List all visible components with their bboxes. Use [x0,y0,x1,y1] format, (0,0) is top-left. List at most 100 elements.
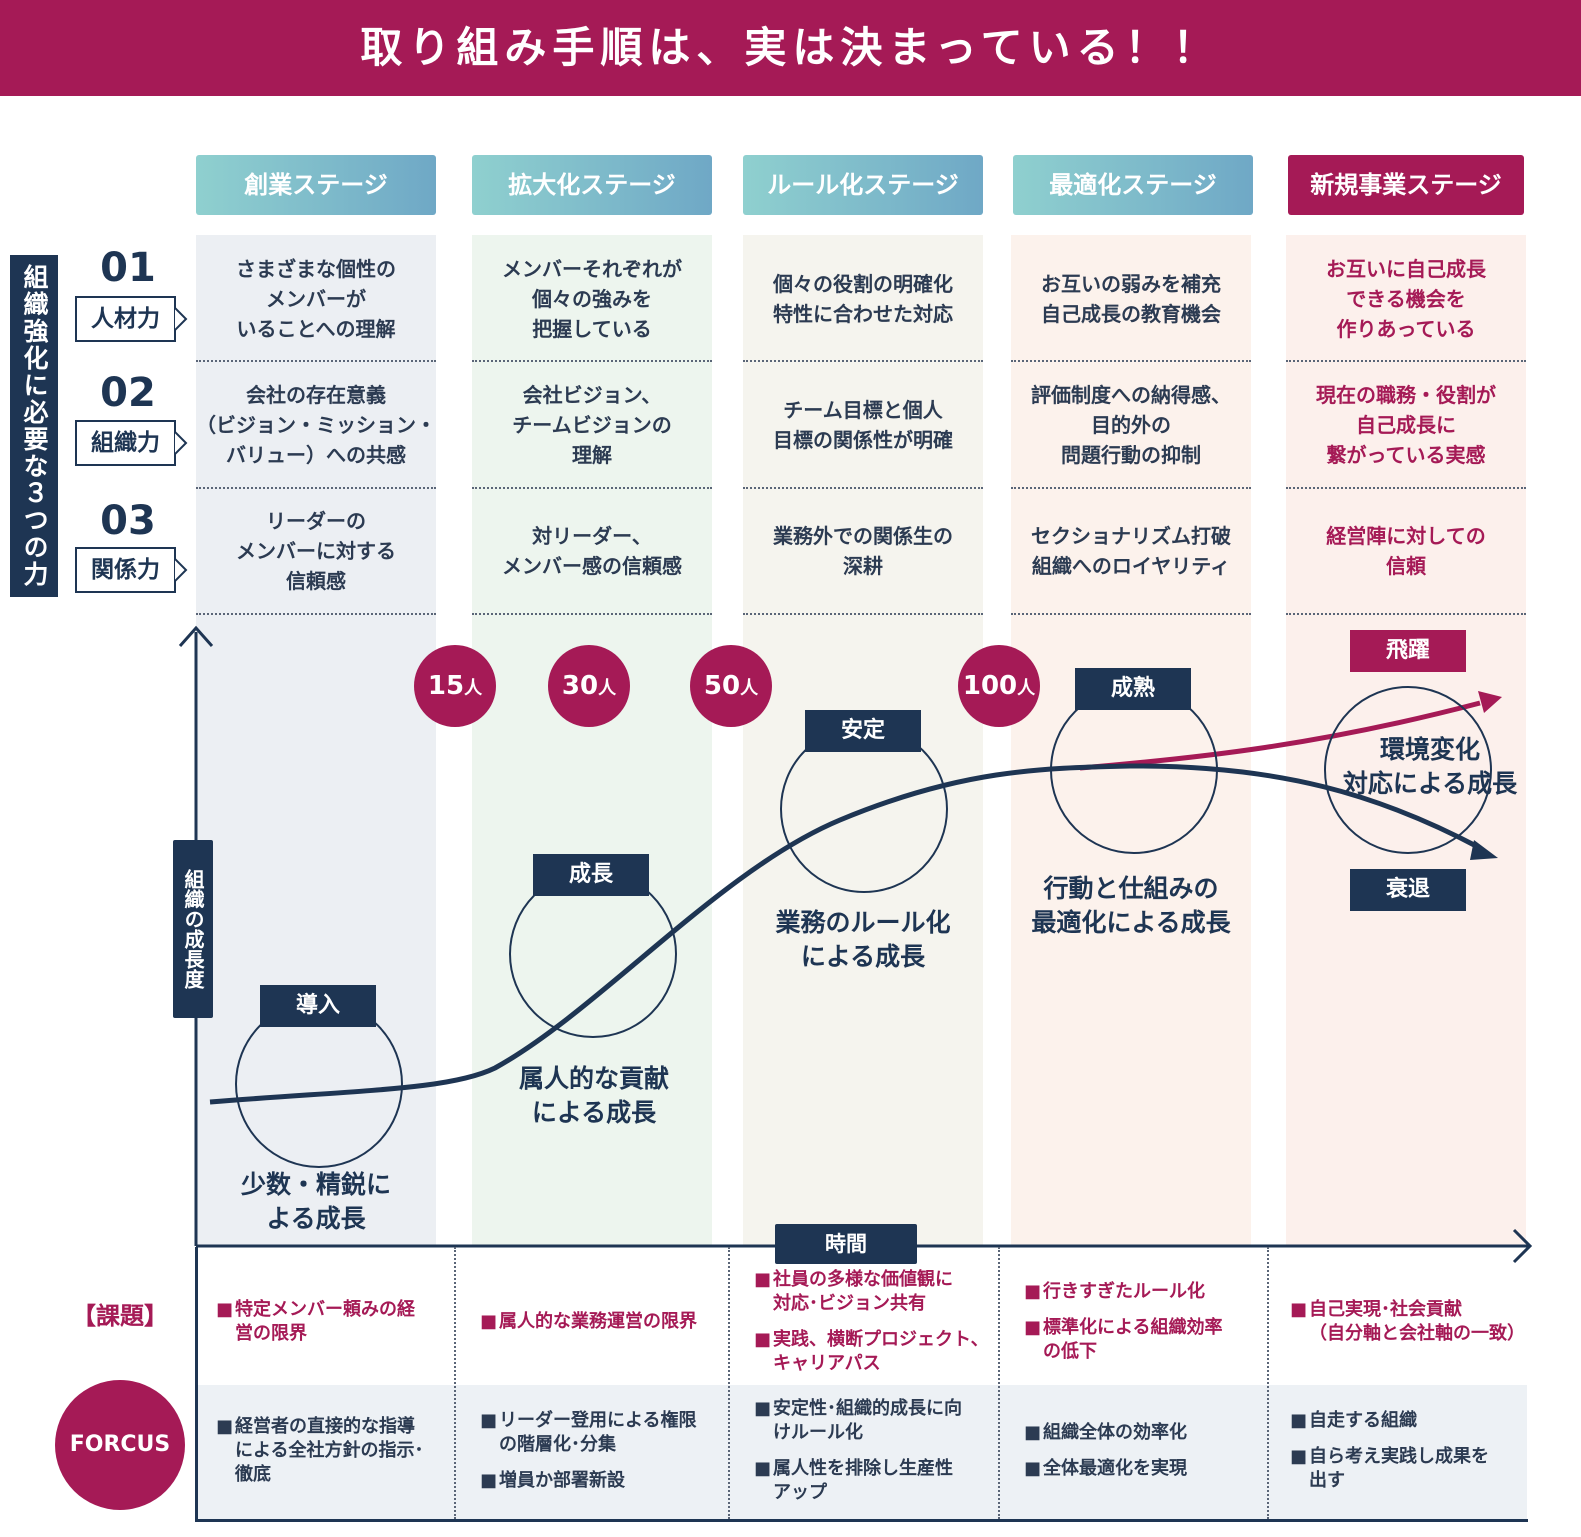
focus-item: リーダー登用による権限 の階層化･分集 [480,1409,725,1457]
issue-item: 特定メンバー頼みの経 営の限界 [216,1298,446,1346]
column-divider [728,1247,730,1519]
headcount-number: 15 [427,671,465,701]
focus-item: 自ら考え実践し成果を 出す [1290,1445,1525,1493]
stage-label-optimization: 最適化ステージ [1013,155,1253,215]
phase-badge-decline: 衰退 [1350,869,1466,911]
focus-label: FORCUS [55,1380,185,1510]
focus-item: 自走する組織 [1290,1409,1525,1433]
row-divider [1011,360,1251,362]
row-divider [196,613,436,615]
phase-text-stable: 業務のルール化 による成長 [775,908,951,971]
cell-s3-r3: 業務外での関係生の 深耕 [773,524,953,578]
focus-item: 全体最適化を実現 [1024,1457,1264,1481]
phase-ring-leap [1324,686,1492,854]
stage-label-rules: ルール化ステージ [743,155,983,215]
row-divider [1286,360,1526,362]
issue-cell-2: 属人的な業務運営の限界 [480,1262,725,1382]
issue-item: 自己実現･社会貢献 （自分軸と会社軸の一致） [1290,1298,1525,1346]
header-bar: 取り組み手順は、実は決まっている！！ [0,0,1581,96]
issues-label: 【課題】 [72,1302,168,1330]
y-axis-label: 組織の成長度 [173,840,213,1018]
x-axis-label: 時間 [775,1224,917,1264]
row-divider [472,360,712,362]
phase-badge-intro: 導入 [260,985,376,1027]
focus-item: 経営者の直接的な指導 による全社方針の指示･ 徹底 [216,1415,446,1487]
stage-label-new-business: 新規事業ステージ [1288,155,1524,215]
focus-cell-2: リーダー登用による権限 の階層化･分集 増員か部署新設 [480,1390,725,1512]
chevron-right-icon [175,307,188,331]
cell-s4-r1: お互いの弱みを補充 自己成長の教育機会 [1041,272,1221,326]
phase-ring-mature [1050,686,1218,854]
phase-badge-growth: 成長 [533,854,649,896]
power-label-relationship: 関係力 [75,547,176,593]
focus-cell-1: 経営者の直接的な指導 による全社方針の指示･ 徹底 [216,1390,446,1512]
cell-s4-r2: 評価制度への納得感、 目的外の 問題行動の抑制 [1031,383,1231,467]
power-number-03: 03 [100,498,156,544]
cell-s2-r3: 対リーダー、 メンバー感の信頼感 [502,524,682,578]
cell-s5-r1: お互いに自己成長 できる機会を 作りあっている [1326,257,1486,341]
column-divider [454,1247,456,1519]
headcount-number: 50 [703,671,741,701]
column-divider [998,1247,1000,1519]
focus-cell-4: 組織全体の効率化 全体最適化を実現 [1024,1390,1264,1512]
page-title: 取り組み手順は、実は決まっている！！ [360,23,1221,72]
headcount-unit: 人 [1017,678,1036,699]
decline-arrowhead [1470,840,1498,860]
phase-text-growth: 属人的な貢献 による成長 [518,1064,669,1127]
phase-text-leap: 環境変化 対応による成長 [1342,735,1518,798]
focus-cell-5: 自走する組織 自ら考え実践し成果を 出す [1290,1390,1525,1512]
issues-focus-table [195,1247,1528,1522]
row-divider [1011,613,1251,615]
cell-s1-r1: さまざまな個性の メンバーが いることへの理解 [236,257,396,341]
row-divider [196,487,436,489]
focus-item: 増員か部署新設 [480,1469,725,1493]
phase-text-intro: 少数・精鋭に よる成長 [240,1170,391,1233]
issue-item: 実践、横断プロジェクト、 キャリアパス [754,1328,994,1376]
phase-badge-stable: 安定 [805,710,921,752]
row-divider [743,360,983,362]
issue-item: 属人的な業務運営の限界 [480,1310,725,1334]
row-divider [1286,613,1526,615]
headcount-15: 15人 [414,645,496,727]
column-divider [1267,1247,1269,1519]
leap-arrowhead [1478,691,1502,713]
headcount-unit: 人 [464,678,483,699]
cell-s2-r2: 会社ビジョン、 チームビジョンの 理解 [512,383,672,467]
stage-2-column [472,235,712,1246]
issue-cell-5: 自己実現･社会貢献 （自分軸と会社軸の一致） [1290,1262,1525,1382]
row-divider [1011,487,1251,489]
x-axis-arrow [1512,1228,1533,1264]
issue-item: 行きすぎたルール化 [1024,1280,1264,1304]
issue-cell-1: 特定メンバー頼みの経 営の限界 [216,1262,446,1382]
row-divider [472,487,712,489]
phase-badge-mature: 成熟 [1075,668,1191,710]
cell-s5-r2: 現在の職務・役割が 自己成長に 繋がっている実感 [1316,383,1496,467]
headcount-50: 50人 [690,645,772,727]
headcount-unit: 人 [740,678,759,699]
headcount-number: 100 [962,671,1018,701]
y-axis-arrow [178,625,214,647]
chevron-right-icon [175,558,188,582]
stage-label-expansion: 拡大化ステージ [472,155,712,215]
issue-cell-3: 社員の多様な価値観に 対応･ビジョン共有 実践、横断プロジェクト、 キャリアパス [754,1262,994,1382]
row-divider [196,360,436,362]
phase-text-mature: 行動と仕組みの 最適化による成長 [1031,874,1231,937]
power-number-02: 02 [100,370,156,416]
issue-item: 標準化による組織効率 の低下 [1024,1316,1264,1364]
row-divider [743,487,983,489]
chevron-right-icon [175,431,188,455]
cell-s3-r1: 個々の役割の明確化 特性に合わせた対応 [773,272,953,326]
cell-s5-r3: 経営陣に対しての 信頼 [1326,524,1486,578]
three-powers-label: 組織強化に必要な３つの力 [10,255,58,597]
row-divider [1286,487,1526,489]
focus-item: 組織全体の効率化 [1024,1421,1264,1445]
headcount-100: 100人 [958,645,1040,727]
headcount-unit: 人 [598,678,617,699]
stage-label-founding: 創業ステージ [196,155,436,215]
cell-s1-r2: 会社の存在意義 （ビジョン・ミッション・ バリュー）への共感 [196,383,436,467]
headcount-number: 30 [561,671,599,701]
issue-cell-4: 行きすぎたルール化 標準化による組織効率 の低下 [1024,1262,1264,1382]
row-divider [743,613,983,615]
phase-badge-leap: 飛躍 [1350,630,1466,672]
power-number-01: 01 [100,245,156,291]
